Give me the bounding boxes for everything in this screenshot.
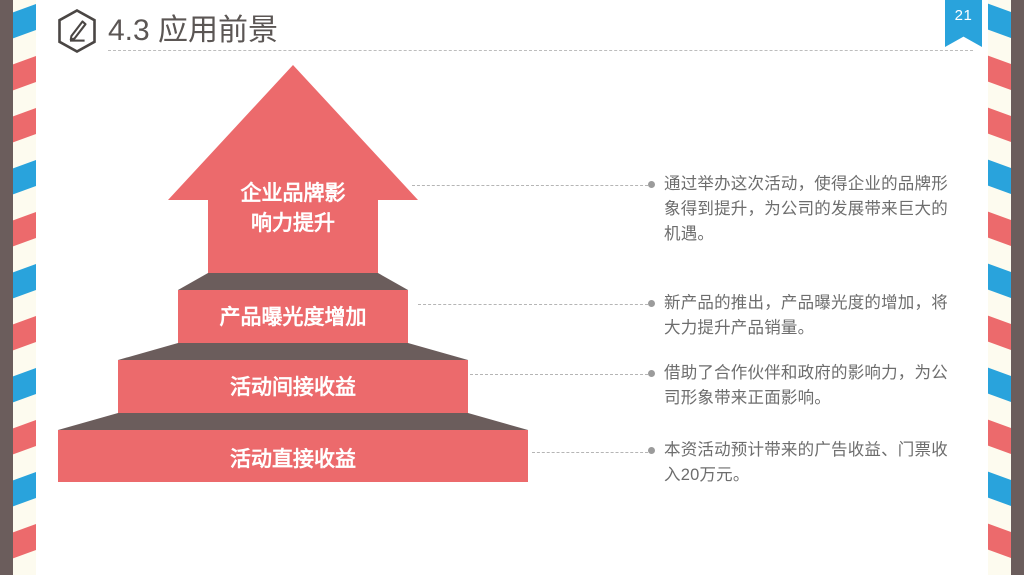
connector-line-3 [470, 374, 648, 375]
note-brand-influence: 通过举办这次活动，使得企业的品牌形象得到提升，为公司的发展带来巨大的机遇。 [648, 172, 949, 247]
page-title: 4.3 应用前景 [108, 14, 279, 47]
level-1-bottom-face [58, 430, 528, 482]
level-3-face [178, 290, 408, 343]
connector-line-1 [412, 185, 648, 186]
border-stripe-pattern-right [988, 0, 1011, 575]
note-product-exposure-text: 新产品的推出，产品曝光度的增加，将大力提升产品销量。 [664, 294, 948, 338]
bullet-dot-icon [648, 447, 655, 454]
note-direct-benefit: 本资活动预计带来的广告收益、门票收入20万元。 [648, 438, 949, 488]
level-2-face [118, 360, 468, 413]
level-1-bottom-shadow [58, 413, 528, 430]
level-2-label: 活动间接收益 [230, 375, 356, 399]
level-4-top-label-line1: 企业品牌影 [240, 181, 346, 205]
airmail-border-left [0, 0, 36, 575]
border-dark-band-left [0, 0, 13, 575]
connector-line-2 [418, 304, 648, 305]
border-dark-band-right [1011, 0, 1024, 575]
hexagon-pencil-icon [58, 9, 96, 53]
bullet-dot-icon [648, 300, 655, 307]
note-direct-benefit-text: 本资活动预计带来的广告收益、门票收入20万元。 [664, 441, 948, 485]
level-3-shadow [178, 273, 408, 290]
pyramid-diagram: 企业品牌影 响力提升 产品曝光度增加 活动间接收益 活动直接收益 [58, 65, 528, 482]
page-number-ribbon: 21 [945, 0, 982, 47]
note-product-exposure: 新产品的推出，产品曝光度的增加，将大力提升产品销量。 [648, 291, 949, 341]
level-1-bottom-label: 活动直接收益 [230, 447, 356, 471]
page-number-label: 21 [954, 7, 973, 24]
page-title-group: 4.3 应用前景 [55, 8, 278, 54]
level-2-shadow [118, 343, 468, 360]
connector-line-4 [532, 452, 648, 453]
note-brand-influence-text: 通过举办这次活动，使得企业的品牌形象得到提升，为公司的发展带来巨大的机遇。 [664, 175, 948, 244]
level-4-top-arrow [168, 65, 418, 273]
level-4-top-label-line2: 响力提升 [251, 211, 335, 235]
level-3-label: 产品曝光度增加 [220, 305, 367, 329]
airmail-border-right [988, 0, 1024, 575]
border-stripe-pattern-left [13, 0, 36, 575]
bullet-dot-icon [648, 370, 655, 377]
note-indirect-benefit-text: 借助了合作伙伴和政府的影响力，为公司形象带来正面影响。 [664, 364, 948, 408]
note-indirect-benefit: 借助了合作伙伴和政府的影响力，为公司形象带来正面影响。 [648, 361, 949, 411]
bullet-dot-icon [648, 181, 655, 188]
title-underline-rule [108, 50, 973, 51]
